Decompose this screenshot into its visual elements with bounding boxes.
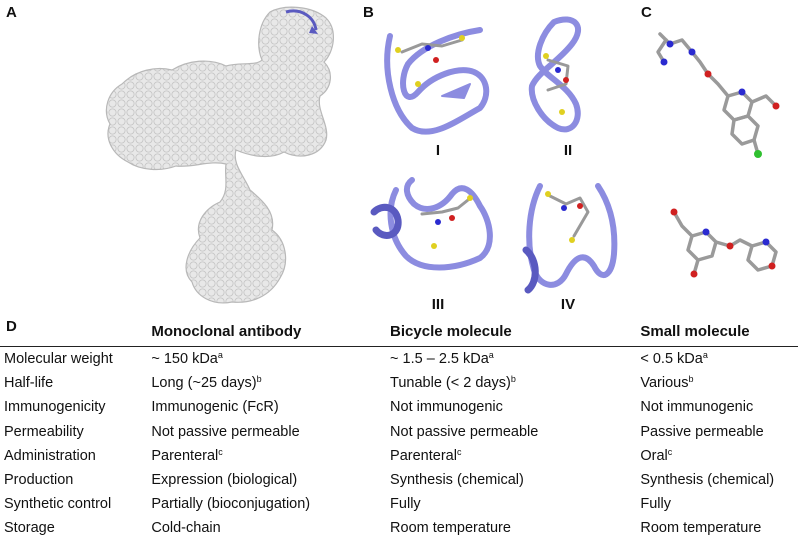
- small-sup-text: b: [688, 374, 694, 385]
- header-small-molecule: Small molecule: [640, 322, 798, 347]
- cell-small-molecule: Synthesis (chemical): [640, 468, 798, 492]
- bicycle-label-iv: IV: [560, 296, 576, 313]
- bicycle-structures-illustration: [370, 16, 618, 294]
- small-text: Various: [640, 375, 689, 392]
- bicycle-text: Fully: [390, 496, 421, 513]
- mab-text: Not passive permeable: [151, 423, 300, 440]
- cell-monoclonal-antibody: Long (~25 days)b: [151, 371, 390, 395]
- mab-sup-text: a: [217, 350, 223, 361]
- small-text: Synthesis (chemical): [640, 472, 775, 489]
- table-row: Molecular weight ~ 150 kDaa ~ 1.5 – 2.5 …: [0, 347, 798, 372]
- small-text: Oral: [640, 447, 668, 464]
- small-sup-text: a: [702, 350, 708, 361]
- property-text: Synthetic control: [4, 496, 112, 513]
- cell-monoclonal-antibody: Parenteralc: [151, 444, 390, 468]
- small-sup-text: c: [667, 446, 673, 457]
- property-text: Storage: [4, 520, 55, 537]
- row-property: Permeability: [0, 420, 151, 444]
- bicycle-sup-text: c: [456, 446, 462, 457]
- cell-small-molecule: Room temperature: [640, 516, 798, 540]
- cell-bicycle-molecule: Synthesis (chemical): [390, 468, 640, 492]
- mab-text: Partially (bioconjugation): [151, 496, 311, 513]
- cell-small-molecule: Not immunogenic: [640, 395, 798, 419]
- cell-bicycle-molecule: Tunable (< 2 days)b: [390, 371, 640, 395]
- row-property: Administration: [0, 444, 151, 468]
- header-property: [0, 322, 152, 347]
- panel-label-b: B: [363, 4, 374, 21]
- cell-small-molecule: Fully: [640, 492, 798, 516]
- bicycle-label-i: I: [435, 142, 441, 159]
- cell-small-molecule: Passive permeable: [640, 420, 798, 444]
- bicycle-sup-text: a: [488, 350, 494, 361]
- cell-bicycle-molecule: Not passive permeable: [390, 420, 640, 444]
- table-row: Immunogenicity Immunogenic (FcR) Not imm…: [0, 395, 798, 419]
- row-property: Immunogenicity: [0, 395, 151, 419]
- property-text: Immunogenicity: [4, 399, 106, 416]
- header-monoclonal-antibody: Monoclonal antibody: [151, 322, 391, 347]
- table-row: Administration Parenteralc Parenteralc O…: [0, 444, 798, 468]
- header-bicycle-molecule: Bicycle molecule: [390, 322, 641, 347]
- row-property: Molecular weight: [0, 347, 151, 372]
- mab-sup-text: c: [218, 446, 223, 457]
- cell-monoclonal-antibody: Cold-chain: [151, 516, 390, 540]
- cell-small-molecule: Oralc: [640, 444, 798, 468]
- cell-bicycle-molecule: Fully: [390, 492, 640, 516]
- panel-label-a: A: [6, 4, 17, 21]
- small-molecule-illustration: [656, 32, 780, 278]
- bicycle-text: Parenteral: [390, 447, 457, 464]
- small-text: Passive permeable: [640, 423, 764, 440]
- bicycle-text: Not immunogenic: [390, 399, 503, 416]
- cell-monoclonal-antibody: Not passive permeable: [151, 420, 390, 444]
- table-row: Synthetic control Partially (bioconjugat…: [0, 492, 798, 516]
- bicycle-text: Not passive permeable: [390, 423, 539, 440]
- antibody-surface-illustration: [105, 6, 334, 304]
- panel-label-c: C: [641, 4, 652, 21]
- cell-monoclonal-antibody: Partially (bioconjugation): [151, 492, 390, 516]
- property-text: Half-life: [4, 375, 54, 392]
- bicycle-text: Room temperature: [390, 520, 511, 537]
- row-property: Synthetic control: [0, 492, 151, 516]
- cell-bicycle-molecule: Parenteralc: [390, 444, 640, 468]
- mab-text: Parenteral: [151, 447, 219, 464]
- mab-text: Immunogenic (FcR): [151, 399, 279, 416]
- bicycle-label-iii: III: [431, 296, 445, 313]
- cell-bicycle-molecule: Not immunogenic: [390, 395, 640, 419]
- small-text: Room temperature: [640, 520, 762, 537]
- row-property: Storage: [0, 516, 151, 540]
- property-text: Administration: [4, 447, 96, 464]
- comparison-table: Monoclonal antibody Bicycle molecule Sma…: [0, 322, 798, 541]
- cell-monoclonal-antibody: Immunogenic (FcR): [151, 395, 390, 419]
- bicycle-text: Synthesis (chemical): [390, 472, 524, 489]
- small-text: Not immunogenic: [640, 399, 754, 416]
- cell-small-molecule: < 0.5 kDaa: [640, 347, 798, 372]
- cell-monoclonal-antibody: Expression (biological): [151, 468, 390, 492]
- row-property: Half-life: [0, 371, 151, 395]
- property-text: Permeability: [4, 423, 84, 440]
- table-row: Production Expression (biological) Synth…: [0, 468, 798, 492]
- cell-bicycle-molecule: Room temperature: [390, 516, 640, 540]
- table-row: Storage Cold-chain Room temperature Room…: [0, 516, 798, 540]
- cell-monoclonal-antibody: ~ 150 kDaa: [151, 347, 390, 372]
- table-row: Half-life Long (~25 days)b Tunable (< 2 …: [0, 371, 798, 395]
- cell-small-molecule: Variousb: [640, 371, 798, 395]
- mab-text: Cold-chain: [151, 520, 221, 537]
- small-text: Fully: [640, 496, 671, 513]
- bicycle-text: ~ 1.5 – 2.5 kDa: [390, 351, 489, 368]
- property-text: Production: [4, 472, 74, 489]
- antibody-ribbon-highlight: [285, 9, 318, 31]
- mab-text: Expression (biological): [151, 472, 298, 489]
- mab-text: Long (~25 days): [151, 375, 257, 392]
- bicycle-sup-text: b: [510, 374, 516, 385]
- bicycle-label-ii: II: [563, 142, 573, 159]
- property-text: Molecular weight: [4, 351, 113, 368]
- mab-sup-text: b: [256, 374, 262, 385]
- mab-text: ~ 150 kDa: [151, 351, 218, 368]
- table-header-row: Monoclonal antibody Bicycle molecule Sma…: [0, 322, 798, 347]
- small-text: < 0.5 kDa: [640, 351, 703, 368]
- bicycle-text: Tunable (< 2 days): [390, 375, 511, 392]
- row-property: Production: [0, 468, 151, 492]
- cell-bicycle-molecule: ~ 1.5 – 2.5 kDaa: [390, 347, 640, 372]
- table-row: Permeability Not passive permeable Not p…: [0, 420, 798, 444]
